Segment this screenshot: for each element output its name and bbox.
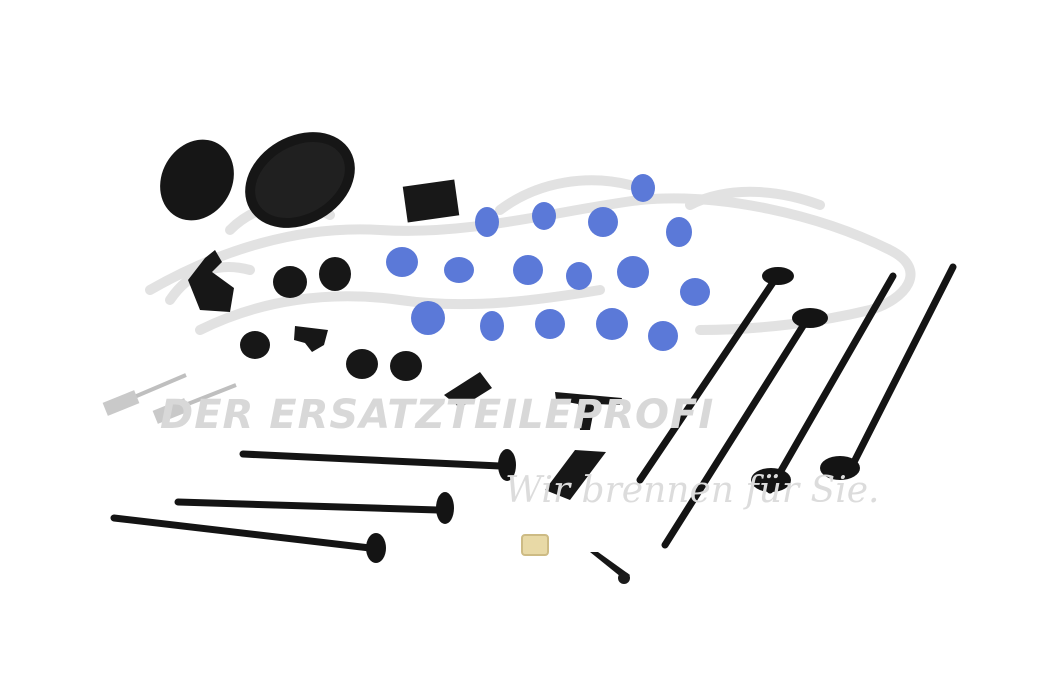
watermark-slogan: Wir brennen für Sie. — [505, 470, 880, 511]
grommet-oval-small — [160, 139, 234, 221]
blue-plastic-clips — [386, 174, 710, 351]
screw-head — [618, 572, 630, 584]
rubber-pad — [402, 179, 460, 223]
watermark-title: DER ERSATZTEILEPROFI — [160, 392, 715, 438]
blind-rivets — [102, 373, 237, 424]
long-push-pins — [110, 263, 957, 552]
push-pin-heads — [366, 267, 860, 563]
beige-nut — [521, 534, 549, 556]
black-clips — [188, 250, 630, 581]
